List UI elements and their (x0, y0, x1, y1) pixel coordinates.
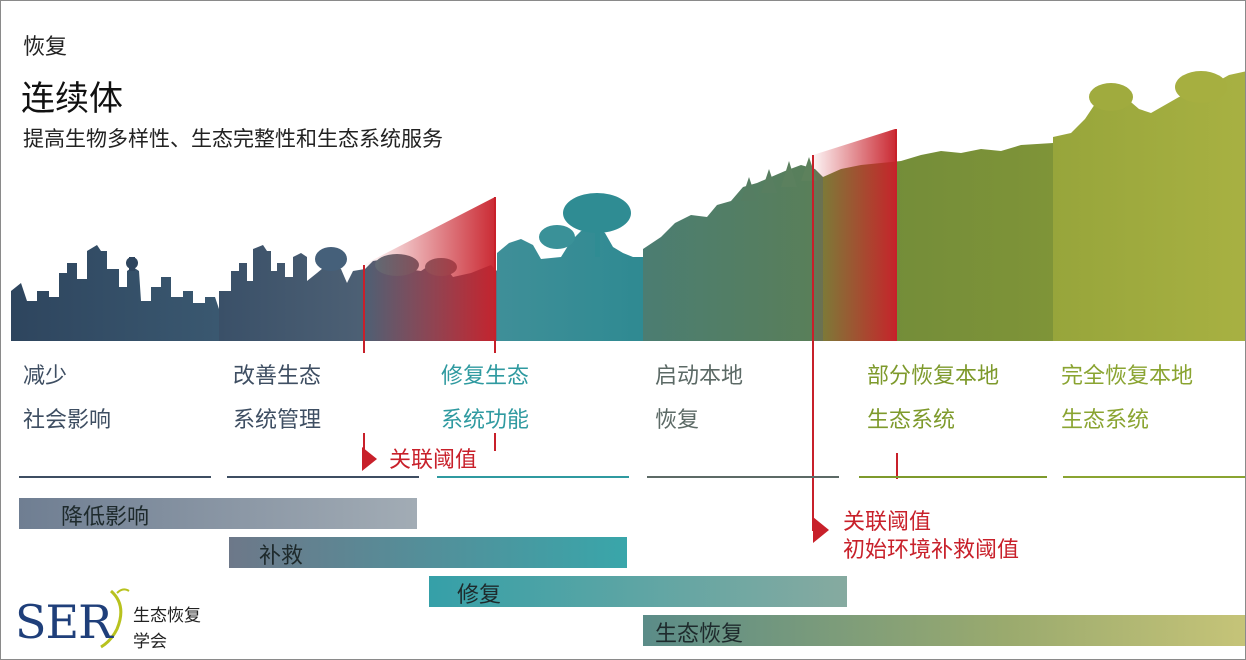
threshold-1-label: 关联阈值 (389, 448, 478, 473)
stage-4-label: 启动本地 恢复 (655, 355, 743, 443)
stage-5-label: 部分恢复本地 生态系统 (867, 355, 999, 443)
threshold-2-line1: 关联阈值 (843, 510, 932, 535)
stage-6-line1: 完全恢复本地 (1061, 364, 1194, 389)
bar-ecological-restoration (643, 615, 1245, 646)
threshold-2-label: 关联阈值 初始环境补救阈值 (843, 509, 1019, 565)
stage-5-line2: 生态系统 (867, 408, 956, 433)
forest-segment (643, 157, 823, 341)
stage-6-label: 完全恢复本地 生态系统 (1061, 355, 1193, 443)
threshold-arrow-1 (362, 447, 377, 471)
threshold-wedge-1 (363, 197, 495, 341)
bar-label-remediation: 补救 (259, 544, 304, 569)
bar-label-reduce-impact: 降低影响 (61, 505, 150, 530)
threshold-2-line2: 初始环境补救阈值 (843, 538, 1020, 563)
ser-logo-mark: SER (15, 595, 113, 649)
logo-text-line1: 生态恢复 (133, 606, 201, 626)
bar-rehabilitation (429, 576, 847, 607)
stage-3-line1: 修复生态 (441, 364, 530, 389)
bar-remediation (229, 537, 627, 568)
stage-3-line2: 系统功能 (441, 408, 530, 433)
bar-label-ecological-restoration: 生态恢复 (655, 622, 744, 647)
subtitle: 提高生物多样性、生态完整性和生态系统服务 (23, 127, 443, 151)
bar-label-rehabilitation: 修复 (457, 583, 502, 608)
stage-2-line2: 系统管理 (233, 408, 322, 433)
stage-2-line1: 改善生态 (233, 364, 322, 389)
stage-1-line1: 减少 (23, 364, 68, 389)
stage-4-line2: 恢复 (655, 408, 700, 433)
title-line2: 连续体 (21, 79, 123, 119)
stage-3-label: 修复生态 系统功能 (441, 355, 529, 443)
city-skyline-segment (11, 245, 219, 341)
threshold-wedge-2 (813, 129, 895, 341)
stage-5-line1: 部分恢复本地 (867, 364, 1000, 389)
threshold-arrow-2 (813, 517, 829, 543)
light-olive-forest-segment (1053, 71, 1245, 341)
stage-1-label: 减少 社会影响 (23, 355, 111, 443)
teal-trees-segment (497, 193, 643, 341)
title-line1: 恢复 (23, 35, 68, 60)
stage-1-line2: 社会影响 (23, 408, 112, 433)
ser-logo-leaf-icon (100, 588, 130, 649)
logo-text-line2: 学会 (133, 632, 167, 652)
stage-2-label: 改善生态 系统管理 (233, 355, 321, 443)
threshold-markers (362, 129, 898, 543)
stage-4-line1: 启动本地 (655, 364, 744, 389)
stage-6-line2: 生态系统 (1061, 408, 1150, 433)
bar-reduce-impact (19, 498, 417, 529)
